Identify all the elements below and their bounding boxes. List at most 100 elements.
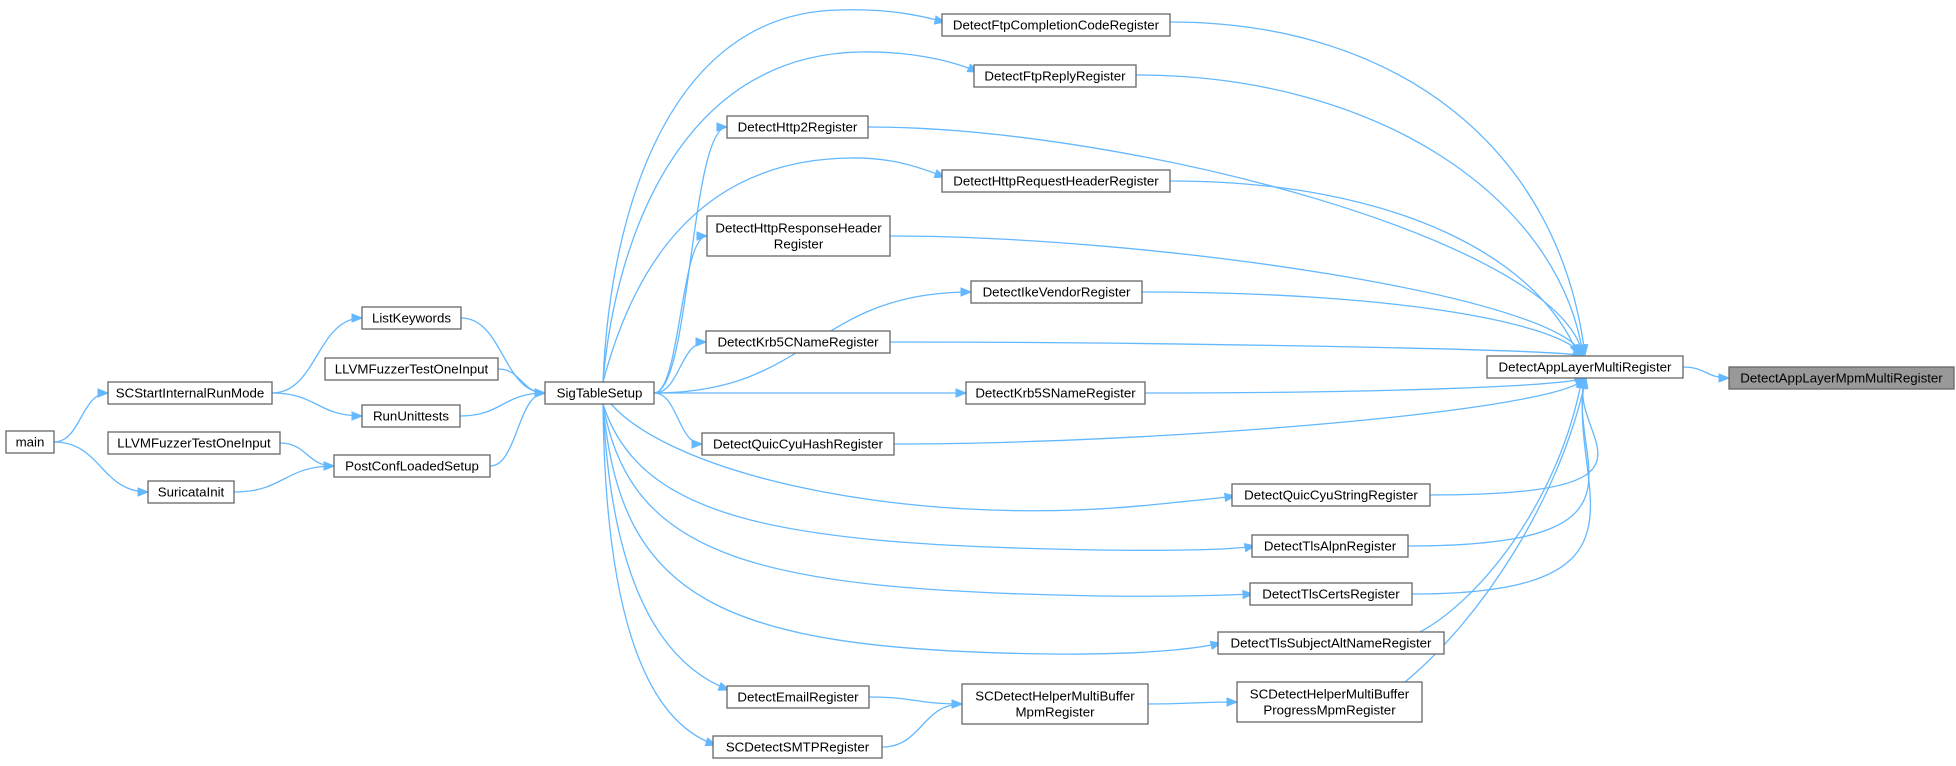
node-main[interactable]: main [5,430,55,454]
edge-sigtable-to-email [602,403,731,691]
edge-line [489,392,546,467]
node-box [324,357,499,381]
edge-main-to-scstart [53,388,110,443]
edge-line [1141,291,1584,357]
edge-line [271,317,363,394]
edge-arrowhead [1223,492,1237,503]
node-box [147,480,235,504]
edge-arrowhead [1226,697,1239,707]
node-box [965,381,1146,405]
node-box [544,381,655,405]
edges-layer [53,9,1731,748]
node-box [361,306,462,330]
node-http2[interactable]: DetectHttp2Register [726,115,869,139]
edge-ike-to-multi [1141,291,1584,358]
node-quicstr[interactable]: DetectQuicCyuStringRegister [1231,483,1431,507]
edge-line [653,235,708,394]
node-label: DetectAppLayerMpmMultiRegister [1740,371,1943,386]
edge-line [602,403,717,746]
node-box [961,683,1149,725]
node-box [1217,631,1445,655]
node-krb5c[interactable]: DetectKrb5CNameRegister [705,330,891,354]
node-label: DetectAppLayerMultiRegister [1499,360,1673,375]
edge-line [1169,180,1579,356]
edge-helpermpm-to-helperprog [1147,697,1239,707]
node-label: MpmRegister [1015,705,1095,720]
node-label: LLVMFuzzerTestOneInput [335,362,489,377]
node-label: ProgressMpmRegister [1263,703,1396,718]
node-krb5s[interactable]: DetectKrb5SNameRegister [965,381,1146,405]
node-box [333,454,491,478]
node-label: DetectHttp2Register [738,120,858,135]
edge-line [881,703,963,748]
node-llvm1[interactable]: LLVMFuzzerTestOneInput [324,357,499,381]
node-label: SCDetectHelperMultiBuffer [1250,687,1410,702]
node-helperprog[interactable]: SCDetectHelperMultiBufferProgressMpmRegi… [1236,681,1423,723]
node-suricata[interactable]: SuricataInit [147,480,235,504]
node-unittests[interactable]: RunUnittests [361,404,461,428]
node-box [701,432,895,456]
node-box [726,115,869,139]
node-scstart[interactable]: SCStartInternalRunMode [107,381,273,405]
node-llvm2[interactable]: LLVMFuzzerTestOneInput [107,431,281,455]
node-box [361,404,461,428]
node-box [712,735,883,759]
edge-line [1147,701,1238,705]
node-label: DetectKrb5CNameRegister [717,335,879,350]
node-quichash[interactable]: DetectQuicCyuHashRegister [701,432,895,456]
edge-line [602,157,946,383]
node-label: DetectTlsCertsRegister [1262,587,1400,602]
node-smtp[interactable]: SCDetectSMTPRegister [712,735,883,759]
edge-arrowhead [717,681,731,691]
node-tlsalpn[interactable]: DetectTlsAlpnRegister [1251,534,1409,558]
edge-arrowhead [1242,589,1255,600]
edge-scstart-to-listkw [271,313,364,394]
edge-line [867,126,1584,357]
edge-sigtable-to-quicstr [602,392,1237,512]
node-label: PostConfLoadedSetup [345,459,479,474]
node-label: SCDetectSMTPRegister [726,740,870,755]
node-label: SuricataInit [158,485,225,500]
edge-line [1419,377,1583,633]
node-ftpcc[interactable]: DetectFtpCompletionCodeRegister [941,13,1171,37]
node-listkw[interactable]: ListKeywords [361,306,462,330]
node-box [1249,582,1413,606]
edge-sigtable-to-httpresp [653,231,709,394]
node-multi[interactable]: DetectAppLayerMultiRegister [1486,355,1684,379]
edge-line [893,377,1586,445]
node-tlssan[interactable]: DetectTlsSubjectAltNameRegister [1217,631,1445,655]
edge-krb5c-to-multi [889,341,1585,358]
edge-arrowhead [1579,376,1589,390]
edge-line [1135,74,1584,356]
node-box [706,215,891,257]
edge-sigtable-to-krb5s [654,388,968,398]
node-ftprep[interactable]: DetectFtpReplyRegister [973,64,1137,88]
edge-line [889,235,1584,357]
edge-line [233,465,335,493]
edge-line [602,403,730,691]
node-tlscerts[interactable]: DetectTlsCertsRegister [1249,582,1413,606]
node-label: DetectTlsSubjectAltNameRegister [1230,636,1432,651]
node-httpreq[interactable]: DetectHttpRequestHeaderRegister [941,169,1171,193]
edge-line [497,368,546,394]
edge-line [271,392,363,417]
node-sigtable[interactable]: SigTableSetup [544,381,655,405]
edge-line [653,341,707,394]
node-postconf[interactable]: PostConfLoadedSetup [333,454,491,478]
edge-line [53,441,149,493]
edge-sigtable-to-krb5c [653,337,708,394]
edge-line [460,317,546,394]
node-target[interactable]: DetectAppLayerMpmMultiRegister [1728,366,1955,390]
node-label: SCStartInternalRunMode [116,386,265,401]
edge-line [889,341,1584,357]
edge-tlscerts-to-multi [1411,376,1591,595]
node-label: DetectFtpCompletionCodeRegister [953,18,1160,33]
node-ike[interactable]: DetectIkeVendorRegister [970,280,1143,304]
node-label: DetectQuicCyuHashRegister [713,437,884,452]
edge-main-to-suricata [53,441,150,497]
node-email[interactable]: DetectEmailRegister [726,685,870,709]
node-label: Register [774,237,824,252]
node-label: main [16,435,45,450]
